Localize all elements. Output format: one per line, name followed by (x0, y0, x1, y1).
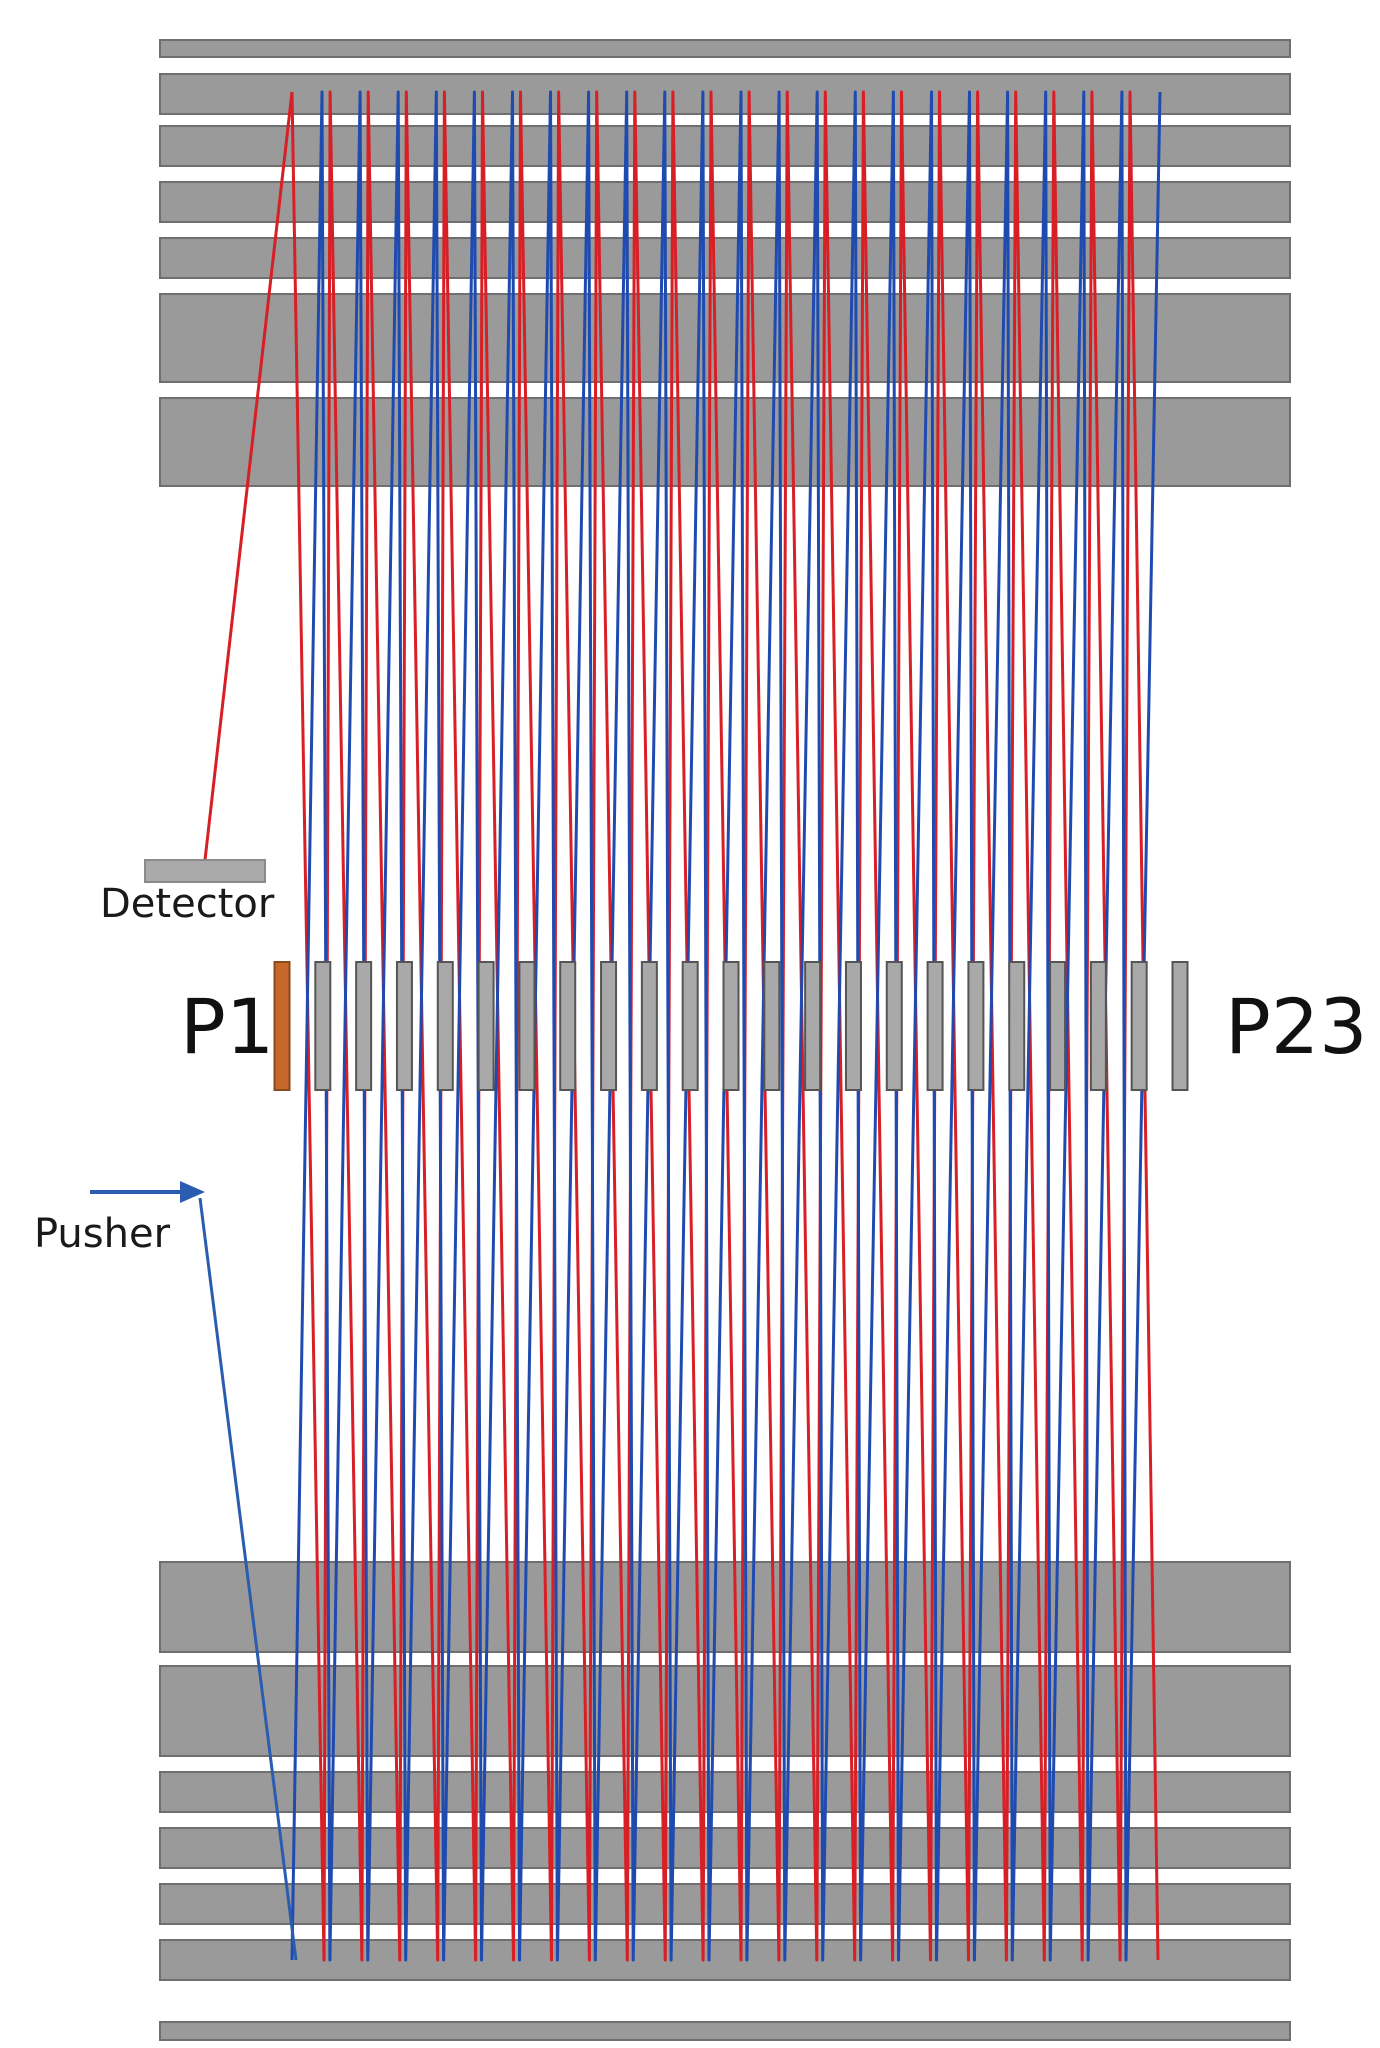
plate-19 (1008, 961, 1026, 1091)
detector (144, 859, 266, 883)
plate-12 (722, 961, 740, 1091)
bottom-electrode-3 (159, 1771, 1291, 1813)
periodic-lens-plates (273, 961, 1189, 1091)
top-electrode-1 (159, 39, 1291, 58)
plate-22 (1130, 961, 1148, 1091)
plate-8 (559, 961, 577, 1091)
plate-1 (273, 961, 291, 1091)
plate-3 (355, 961, 373, 1091)
plate-7 (518, 961, 536, 1091)
plate-14 (804, 961, 822, 1091)
bottom-electrode-1 (159, 1561, 1291, 1653)
trajectory-from-pusher (198, 1197, 298, 1961)
plate-10 (640, 961, 658, 1091)
pusher-label: Pusher (34, 1211, 171, 1257)
trajectory-to-detector (203, 91, 294, 861)
top-electrode-2 (159, 73, 1291, 115)
plate-6 (477, 961, 495, 1091)
top-electrode-5 (159, 237, 1291, 279)
bottom-mirror-electrodes (159, 1561, 1291, 2041)
plate-9 (600, 961, 618, 1091)
pusher-arrowhead (180, 1181, 205, 1203)
top-electrode-6 (159, 293, 1291, 383)
plate-18 (967, 961, 985, 1091)
bottom-electrode-6 (159, 1939, 1291, 1981)
plate-13 (763, 961, 781, 1091)
top-electrode-7 (159, 397, 1291, 487)
plate-label-first: P1 (180, 982, 274, 1071)
plate-4 (395, 961, 413, 1091)
bottom-electrode-7 (159, 2021, 1291, 2041)
plate-17 (926, 961, 944, 1091)
plate-11 (681, 961, 699, 1091)
plate-label-last: P23 (1225, 982, 1368, 1071)
detector-label: Detector (100, 881, 275, 927)
plate-5 (436, 961, 454, 1091)
bottom-electrode-5 (159, 1883, 1291, 1925)
top-electrode-3 (159, 125, 1291, 167)
bottom-electrode-4 (159, 1827, 1291, 1869)
plate-21 (1089, 961, 1107, 1091)
top-mirror-electrodes (159, 39, 1291, 487)
plate-23 (1171, 961, 1189, 1091)
top-electrode-4 (159, 181, 1291, 223)
plate-15 (844, 961, 862, 1091)
bottom-electrode-2 (159, 1665, 1291, 1757)
plate-2 (314, 961, 332, 1091)
plate-16 (885, 961, 903, 1091)
plate-20 (1049, 961, 1067, 1091)
